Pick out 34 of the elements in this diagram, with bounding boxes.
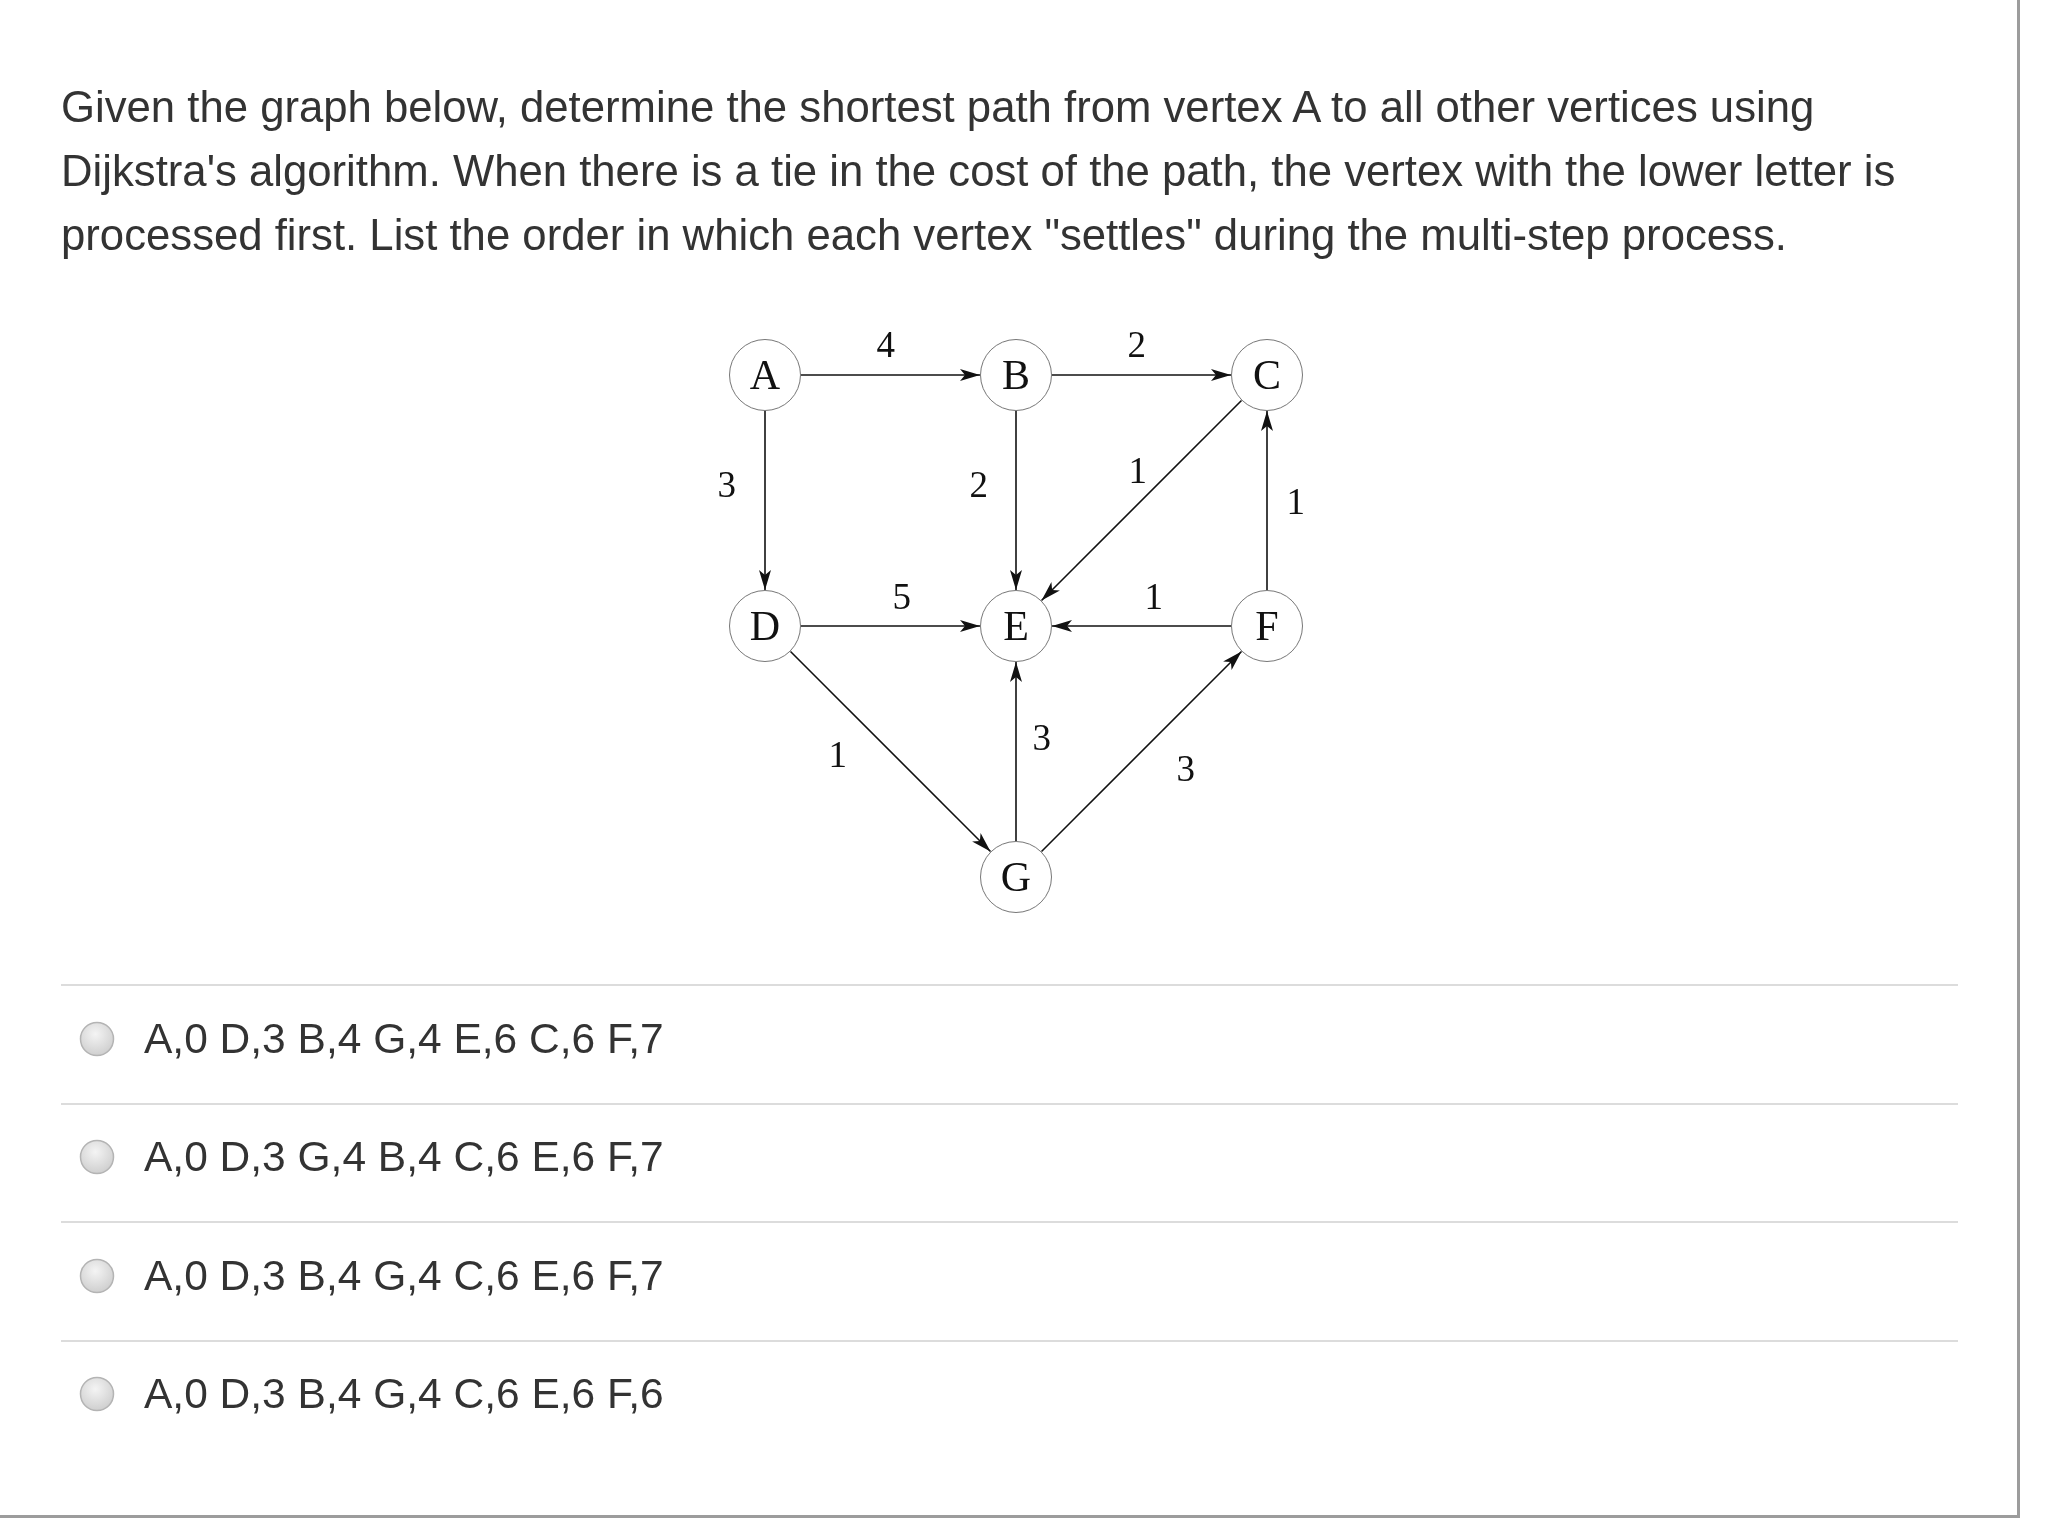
- arrow: [789, 650, 992, 853]
- edge-label: 1: [828, 735, 847, 773]
- vertex-circle: C: [1231, 339, 1303, 411]
- edge-label: 1: [1128, 451, 1147, 489]
- answer-option: A,0 D,3 B,4 G,4 C,6 E,6 F,7: [144, 1250, 664, 1301]
- edge-label: 3: [1032, 718, 1051, 756]
- vertex-circle: F: [1231, 590, 1303, 662]
- arrow: [1261, 410, 1273, 591]
- edge-label: 5: [892, 577, 911, 615]
- arrow: [1040, 399, 1243, 602]
- arrow: [1010, 661, 1022, 842]
- arrow: [800, 369, 981, 381]
- vertex-circle: B: [980, 339, 1052, 411]
- vertex-circle: D: [729, 590, 801, 662]
- arrow: [1051, 369, 1232, 381]
- question-text: Given the graph below, determine the shortest path from vertex A to all other vertices using Dijkstra's algorithm. When there is a tie in the cost of the path, the vertex with the lower letter is processed first. List the order in which each vertex "settles" during the multi-step process.: [61, 81, 1897, 261]
- answer-option: A,0 D,3 G,4 B,4 C,6 E,6 F,7: [144, 1132, 664, 1183]
- edge-label: 3: [1176, 749, 1195, 787]
- edge-label: 2: [1127, 325, 1146, 363]
- answer-option: A,0 D,3 B,4 G,4 C,6 E,6 F,6: [144, 1368, 664, 1419]
- arrow: [800, 620, 981, 632]
- vertex-circle: A: [729, 339, 801, 411]
- arrow: [759, 410, 771, 591]
- edge-label: 3: [717, 465, 736, 503]
- arrow: [1051, 620, 1232, 632]
- vertex-circle: E: [980, 590, 1052, 662]
- edge-label: 1: [1144, 577, 1163, 615]
- answer-option: A,0 D,3 B,4 G,4 E,6 C,6 F,7: [144, 1014, 664, 1064]
- edge-label: 4: [876, 325, 895, 363]
- edge-label: 2: [969, 465, 988, 503]
- vertex-circle: G: [980, 841, 1052, 913]
- arrow: [1040, 650, 1243, 853]
- edge-label: 1: [1286, 482, 1305, 520]
- arrow: [1010, 410, 1022, 591]
